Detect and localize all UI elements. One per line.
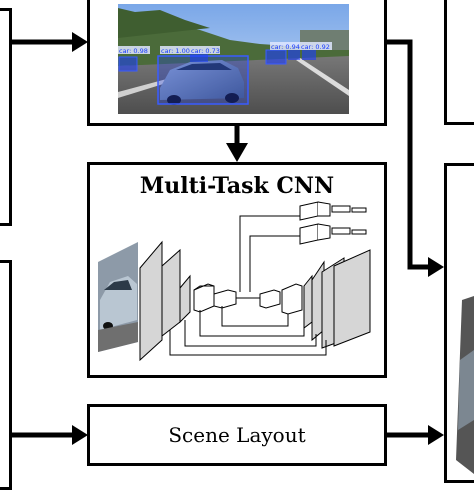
detection-label-4: car: 0.94: [271, 43, 300, 51]
arrow-head-to-right-bottom: [428, 425, 444, 445]
arrow-head-to-detection: [72, 32, 88, 52]
arrow-head-to-cnn: [226, 143, 248, 162]
input-car-image: [98, 242, 138, 352]
detection-label-3: car: 0.73: [191, 47, 220, 55]
right-partial-image: [456, 296, 474, 474]
detection-label-1: car: 0.98: [119, 47, 148, 55]
arrow-head-to-right-top: [428, 257, 444, 277]
arrow-head-to-scene-layout: [72, 425, 88, 445]
diagram-canvas: car: 0.98 car: 1.00 car: 0.73 car: 0.94 …: [0, 0, 474, 474]
detection-label-2: car: 1.00: [161, 47, 190, 55]
detection-label-5: car: 0.92: [301, 43, 330, 51]
street-detection-photo: car: 0.98 car: 1.00 car: 0.73 car: 0.94 …: [118, 4, 349, 114]
